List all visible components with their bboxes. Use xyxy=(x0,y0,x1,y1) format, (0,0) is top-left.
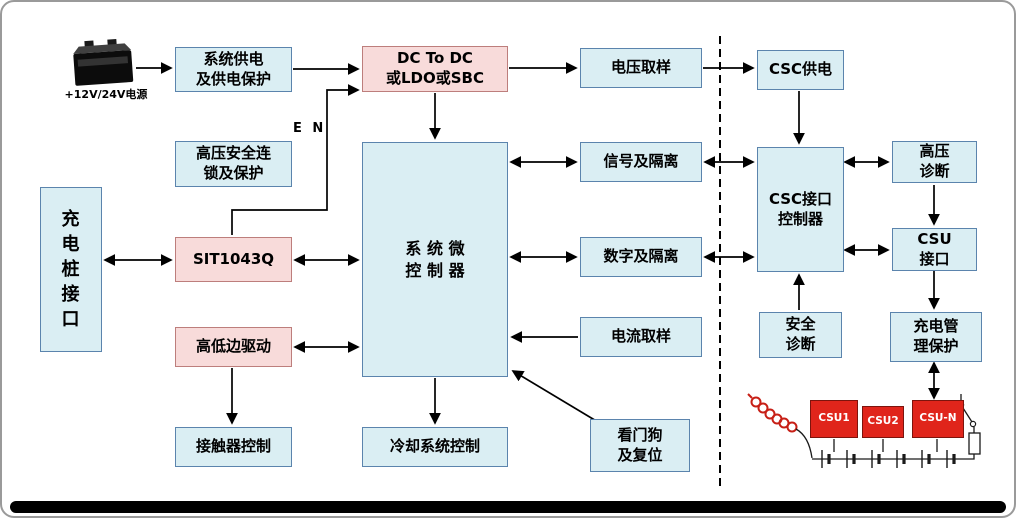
csu2-module: CSU2 xyxy=(862,406,904,438)
csu1-module: CSU1 xyxy=(810,400,858,438)
block-voltage-sample: 电压取样 xyxy=(580,48,702,88)
block-signal-isolation: 信号及隔离 xyxy=(580,142,702,182)
block-digital-isolation: 数字及隔离 xyxy=(580,237,702,277)
block-watchdog-reset: 看门狗 及复位 xyxy=(590,419,690,472)
block-hl-drive: 高低边驱动 xyxy=(175,327,292,367)
block-dcdc: DC To DC 或LDO或SBC xyxy=(362,46,508,92)
block-contactor-control: 接触器控制 xyxy=(175,427,292,467)
block-safety-diagnosis: 安全 诊断 xyxy=(759,312,842,358)
switch-contact-lower-icon xyxy=(969,420,977,428)
block-csc-power: CSC供电 xyxy=(757,50,844,90)
en-signal-label: E N xyxy=(293,121,327,136)
block-system-power: 系统供电 及供电保护 xyxy=(175,47,292,92)
battery-icon xyxy=(73,38,134,86)
block-cooling-control: 冷却系统控制 xyxy=(362,427,508,467)
block-csu-port: CSU 接口 xyxy=(892,228,977,271)
block-sit1043q: SIT1043Q xyxy=(175,237,292,282)
block-charger-port: 充 电 桩 接 口 xyxy=(40,187,102,352)
battery-cells xyxy=(821,450,956,468)
arrow-watchdog-to-mcu xyxy=(511,370,599,423)
wire-coil-icon xyxy=(747,393,798,433)
block-hv-diagnosis: 高压 诊断 xyxy=(892,141,977,183)
power-source-label: +12V/24V电源 xyxy=(64,88,148,101)
block-charge-management: 充电管 理保护 xyxy=(890,312,982,362)
csun-module: CSU-N xyxy=(912,400,964,438)
block-hv-interlock: 高压安全连 锁及保护 xyxy=(175,141,292,187)
bottom-bar xyxy=(10,501,1006,513)
block-csc-controller: CSC接口 控制器 xyxy=(757,147,844,272)
resistor-icon xyxy=(968,432,981,455)
block-current-sample: 电流取样 xyxy=(580,317,702,357)
block-mcu: 系 统 微 控 制 器 xyxy=(362,142,508,377)
en-signal-line xyxy=(231,84,360,235)
